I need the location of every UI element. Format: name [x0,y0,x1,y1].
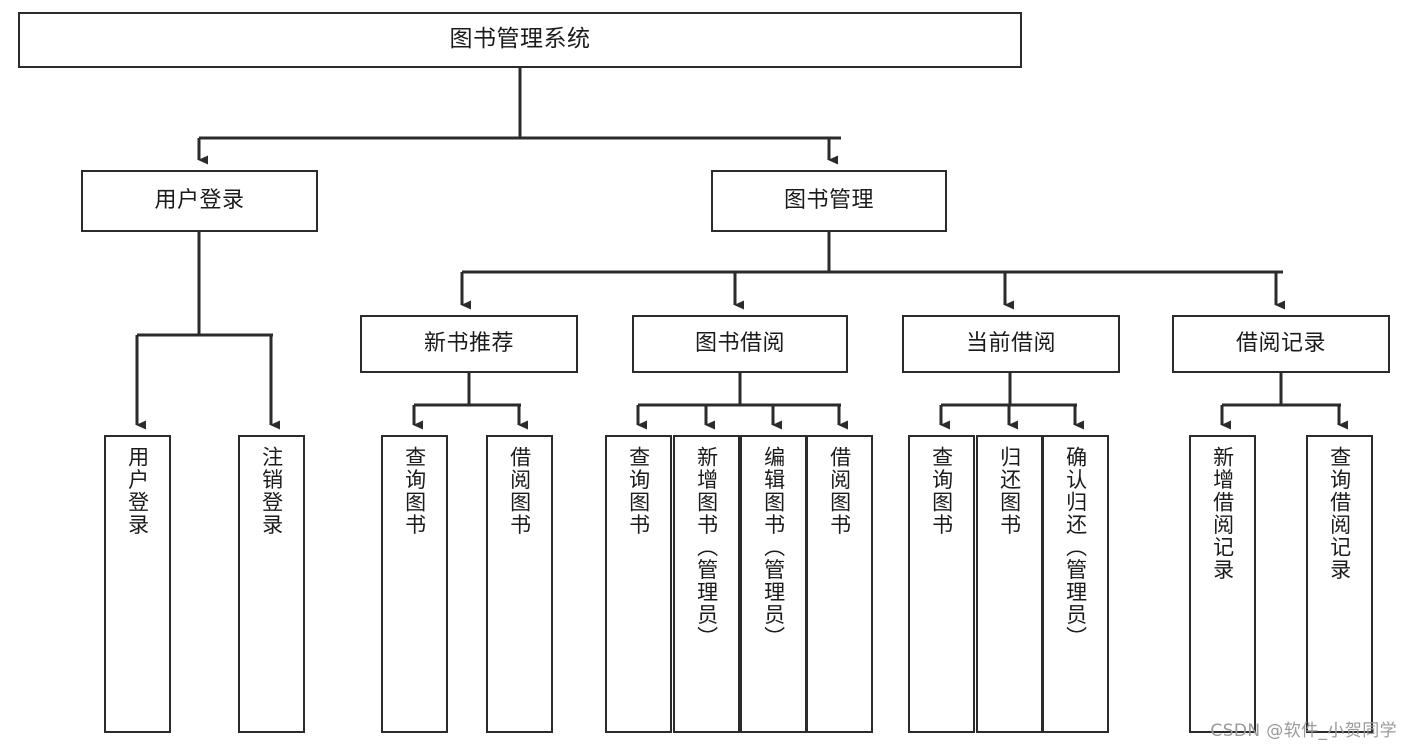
node-label: 新增借阅记录 [1210,446,1235,581]
node-borrow-record[interactable]: 借阅记录 [1172,315,1390,373]
leaf-user-login[interactable]: 用户登录 [104,435,171,733]
edge-bookmanage-to-level3 [460,232,1285,310]
leaf-borrow-book-recommend[interactable]: 借阅图书 [486,435,553,733]
node-book-borrow[interactable]: 图书借阅 [632,315,848,373]
node-label: 新增图书（管理员） [694,446,719,649]
node-user-login[interactable]: 用户登录 [81,170,318,232]
leaf-return-book[interactable]: 归还图书 [976,435,1043,733]
node-new-book-recommend[interactable]: 新书推荐 [360,315,578,373]
node-root-system[interactable]: 图书管理系统 [18,12,1022,68]
edge-userlogin-to-leaves [135,232,280,430]
leaf-borrow-book[interactable]: 借阅图书 [806,435,873,733]
node-label: 用户登录 [125,446,150,536]
leaf-query-book-recommend[interactable]: 查询图书 [381,435,448,733]
leaf-confirm-return-admin[interactable]: 确认归还（管理员） [1042,435,1109,733]
leaf-add-book-admin[interactable]: 新增图书（管理员） [673,435,740,733]
node-label: 查询图书 [402,446,427,536]
node-book-manage[interactable]: 图书管理 [711,170,947,232]
node-label: 借阅图书 [827,446,852,536]
node-label: 注销登录 [259,446,284,536]
node-label: 查询借阅记录 [1327,446,1352,581]
edge-bookborrow-to-leaves [636,373,848,430]
leaf-add-borrow-record[interactable]: 新增借阅记录 [1189,435,1256,733]
node-label: 用户登录 [154,188,245,214]
node-label: 查询图书 [929,446,954,536]
node-label: 借阅记录 [1235,331,1326,357]
node-label: 图书管理系统 [449,26,591,53]
edge-borrowrecord-to-leaves [1220,373,1348,430]
leaf-logout[interactable]: 注销登录 [238,435,305,733]
watermark-text: CSDN @软件_小贺同学 [1210,721,1397,741]
edge-root-to-level2 [197,67,841,165]
node-label: 编辑图书（管理员） [761,446,786,649]
node-label: 新书推荐 [423,331,514,357]
node-label: 借阅图书 [507,446,532,536]
edge-newbook-to-leaves [412,373,528,430]
node-label: 当前借阅 [965,331,1056,357]
leaf-edit-book-admin[interactable]: 编辑图书（管理员） [740,435,807,733]
node-label: 查询图书 [626,446,651,536]
node-label: 图书借阅 [694,331,785,357]
edge-currentborrow-to-leaves [939,373,1084,430]
leaf-query-book-current[interactable]: 查询图书 [908,435,975,733]
node-label: 确认归还（管理员） [1063,446,1088,649]
node-label: 归还图书 [997,446,1022,536]
leaf-query-borrow-record[interactable]: 查询借阅记录 [1306,435,1373,733]
node-label: 图书管理 [783,188,874,214]
node-current-borrow[interactable]: 当前借阅 [902,315,1120,373]
leaf-query-book-borrow[interactable]: 查询图书 [605,435,672,733]
